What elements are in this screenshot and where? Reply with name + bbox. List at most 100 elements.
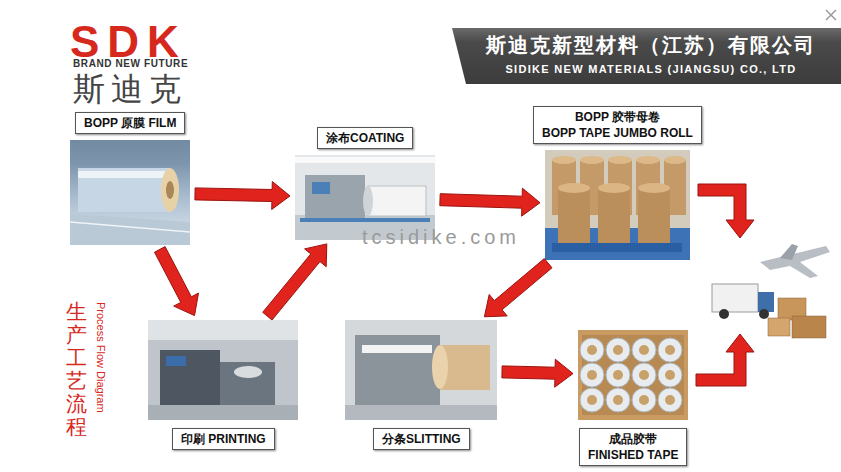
shipping-arrow [696, 334, 754, 386]
slitting-photo [345, 320, 497, 420]
carton [578, 330, 688, 420]
process-step: BOPP 胶带母卷BOPP TAPE JUMBO ROLL [545, 150, 690, 260]
machine [220, 362, 275, 405]
roll-top [552, 156, 576, 164]
roll-end [161, 168, 179, 212]
ceiling [148, 320, 298, 340]
machine-panel [166, 356, 186, 366]
close-mark [826, 10, 836, 20]
flow-arrow [195, 182, 290, 210]
ceiling-light [295, 157, 435, 163]
photo-ground [545, 150, 690, 260]
truck-box [712, 284, 758, 312]
flow-arrow [484, 259, 552, 317]
step-label: 涂布COATING [317, 127, 413, 149]
film-shine [78, 171, 170, 178]
pallet [552, 243, 682, 252]
tape-core [613, 395, 623, 405]
tape-roll [606, 338, 630, 362]
logistics-picture [712, 244, 830, 338]
tape-roll [632, 363, 656, 387]
step-label: 成品胶带FINISHED TAPE [579, 428, 687, 466]
process-step: BOPP 原膜 FILM [70, 140, 190, 245]
roll-top [638, 183, 670, 193]
parcel [792, 316, 826, 338]
logo-mark: SDK [70, 20, 187, 64]
flow-arrow [155, 247, 199, 316]
tape-roll [580, 388, 604, 412]
photo-ground [148, 320, 298, 420]
step-text: BOPP 胶带母卷 [542, 109, 693, 125]
roll-top [558, 183, 590, 193]
rail [300, 218, 430, 222]
parcel [768, 318, 790, 336]
step-text: BOPP 原膜 FILM [84, 115, 176, 131]
roll-top [636, 156, 660, 164]
film-line [70, 222, 190, 232]
airplane-wing [780, 244, 798, 260]
roll-end [432, 345, 448, 389]
photo-ground [345, 320, 497, 420]
tape-cores [587, 345, 675, 405]
tape-roll [658, 388, 682, 412]
step-text: 分条SLITTING [382, 431, 461, 447]
photo-ground [70, 140, 190, 245]
film-photo [70, 140, 190, 245]
step-text: BOPP TAPE JUMBO ROLL [542, 125, 693, 141]
process-step: 印刷 PRINTING [148, 320, 298, 420]
tape-core [665, 345, 675, 355]
vertical-subheading: Process Flow Diagram [95, 302, 107, 413]
tape-core [613, 345, 623, 355]
roll-top [598, 183, 630, 193]
tape-core [587, 395, 597, 405]
header-banner [452, 28, 841, 84]
machine-panel [312, 182, 330, 194]
wheel [759, 309, 769, 319]
tape-core [587, 345, 597, 355]
tape-roll [580, 363, 604, 387]
truck-cab [758, 292, 774, 312]
tape-roll [658, 363, 682, 387]
tape-roll [638, 188, 670, 243]
banner-band [452, 28, 841, 84]
photo-shade [70, 140, 190, 162]
flow-arrow [263, 244, 327, 320]
tape-roll [632, 338, 656, 362]
film-web [368, 186, 426, 216]
company-name-en: SIDIKE NEW MATERIALS (JIANGSU) CO., LTD [466, 63, 836, 76]
watermark: tcsidike.com [362, 226, 520, 248]
film-web [362, 345, 432, 353]
logo-slogan: BRAND NEW FUTURE [73, 59, 188, 69]
flow-arrow [440, 188, 540, 216]
process-step: 涂布COATING [295, 155, 435, 240]
tape-core [665, 395, 675, 405]
film-roll [78, 168, 170, 212]
roll-top [608, 156, 632, 164]
tape-core [639, 370, 649, 380]
shipping-arrow [698, 184, 754, 238]
tape-roll [606, 388, 630, 412]
tape-roll [580, 338, 604, 362]
step-text: FINISHED TAPE [588, 447, 678, 463]
finished-tape-photo [578, 330, 688, 420]
floor [148, 405, 298, 420]
vertical-heading: 生产工艺流程 [66, 300, 87, 439]
tape-roll [658, 338, 682, 362]
logo-name: 斯迪克 [73, 72, 187, 107]
step-label: 印刷 PRINTING [172, 428, 275, 450]
tape-core [639, 395, 649, 405]
step-label: BOPP 原膜 FILM [75, 112, 185, 134]
step-text: 印刷 PRINTING [181, 431, 266, 447]
roller [234, 366, 262, 378]
shipping-arrows [696, 184, 754, 386]
process-step: 成品胶带FINISHED TAPE [578, 330, 688, 420]
machine [160, 350, 220, 405]
step-text: 成品胶带 [588, 431, 678, 447]
step-text: 涂布COATING [326, 130, 404, 146]
machine [305, 175, 365, 219]
floor [345, 405, 497, 420]
machine [355, 335, 440, 405]
tape-roll [632, 388, 656, 412]
company-name: 斯迪克新型材料（江苏）有限公司 [466, 33, 836, 57]
